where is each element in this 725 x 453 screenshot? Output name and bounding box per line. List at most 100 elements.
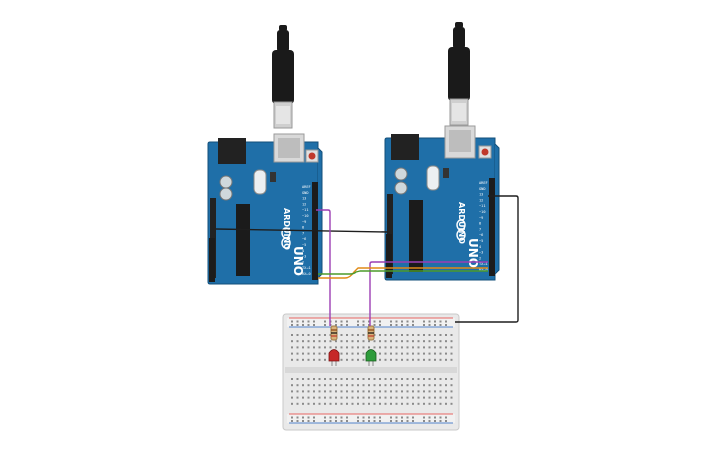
green-led[interactable] [365, 349, 377, 367]
breadboard-hole[interactable] [439, 402, 442, 405]
breadboard-hole[interactable] [313, 420, 315, 422]
breadboard-hole[interactable] [439, 320, 442, 323]
breadboard-hole[interactable] [390, 416, 392, 419]
breadboard-hole[interactable] [291, 384, 293, 387]
breadboard-hole[interactable] [351, 378, 354, 380]
breadboard-hole[interactable] [296, 324, 299, 326]
breadboard-hole[interactable] [384, 384, 387, 387]
breadboard-hole[interactable] [291, 320, 293, 323]
breadboard-hole[interactable] [423, 320, 425, 323]
breadboard-hole[interactable] [390, 334, 392, 336]
breadboard-hole[interactable] [346, 334, 348, 336]
breadboard-hole[interactable] [406, 334, 409, 336]
arduino-board-1[interactable]: ARDUINO UNO AREFGND1312~11~10~987~6~54~3… [207, 133, 323, 285]
breadboard-hole[interactable] [390, 346, 392, 349]
breadboard-hole[interactable] [450, 334, 453, 336]
breadboard-hole[interactable] [346, 420, 348, 422]
breadboard-hole[interactable] [406, 324, 409, 326]
breadboard-hole[interactable] [445, 358, 447, 361]
breadboard-hole[interactable] [395, 334, 398, 336]
breadboard-hole[interactable] [406, 420, 409, 422]
breadboard-hole[interactable] [406, 358, 409, 361]
breadboard-hole[interactable] [346, 384, 348, 387]
breadboard-hole[interactable] [296, 334, 299, 336]
breadboard-hole[interactable] [423, 390, 425, 393]
breadboard-hole[interactable] [340, 390, 343, 393]
breadboard-hole[interactable] [445, 390, 447, 393]
breadboard-hole[interactable] [335, 320, 337, 323]
black-wire-ground[interactable] [455, 195, 519, 323]
breadboard-hole[interactable] [423, 416, 425, 419]
breadboard-hole[interactable] [307, 352, 310, 355]
breadboard-hole[interactable] [340, 396, 343, 399]
breadboard-hole[interactable] [296, 396, 299, 399]
breadboard-hole[interactable] [373, 402, 376, 405]
breadboard-hole[interactable] [340, 416, 343, 419]
breadboard-hole[interactable] [417, 402, 420, 405]
breadboard-hole[interactable] [401, 358, 403, 361]
breadboard-hole[interactable] [445, 416, 447, 419]
breadboard-hole[interactable] [335, 346, 337, 349]
breadboard-hole[interactable] [395, 420, 398, 422]
breadboard-hole[interactable] [362, 384, 365, 387]
breadboard-hole[interactable] [384, 402, 387, 405]
breadboard-hole[interactable] [434, 340, 436, 343]
breadboard-hole[interactable] [445, 352, 447, 355]
breadboard-hole[interactable] [423, 402, 425, 405]
breadboard-hole[interactable] [313, 352, 315, 355]
breadboard-hole[interactable] [340, 324, 343, 326]
breadboard-hole[interactable] [373, 416, 376, 419]
breadboard-hole[interactable] [346, 352, 348, 355]
breadboard-hole[interactable] [401, 346, 403, 349]
breadboard-hole[interactable] [324, 390, 326, 393]
breadboard-hole[interactable] [302, 378, 304, 380]
breadboard-hole[interactable] [307, 384, 310, 387]
breadboard-hole[interactable] [357, 358, 359, 361]
breadboard-hole[interactable] [362, 358, 365, 361]
breadboard-hole[interactable] [445, 378, 447, 380]
breadboard-hole[interactable] [291, 346, 293, 349]
breadboard-hole[interactable] [434, 402, 436, 405]
breadboard-hole[interactable] [373, 346, 376, 349]
breadboard-hole[interactable] [434, 320, 436, 323]
breadboard-hole[interactable] [406, 352, 409, 355]
breadboard-hole[interactable] [445, 346, 447, 349]
breadboard-hole[interactable] [395, 416, 398, 419]
breadboard-hole[interactable] [335, 324, 337, 326]
breadboard-hole[interactable] [406, 340, 409, 343]
breadboard-hole[interactable] [450, 346, 453, 349]
breadboard-hole[interactable] [318, 358, 321, 361]
breadboard-hole[interactable] [434, 420, 436, 422]
breadboard-hole[interactable] [406, 402, 409, 405]
breadboard-hole[interactable] [318, 334, 321, 336]
breadboard-hole[interactable] [346, 320, 348, 323]
breadboard-hole[interactable] [401, 396, 403, 399]
breadboard-hole[interactable] [401, 420, 403, 422]
breadboard-hole[interactable] [351, 340, 354, 343]
breadboard-hole[interactable] [373, 390, 376, 393]
breadboard-hole[interactable] [291, 420, 293, 422]
breadboard-hole[interactable] [412, 352, 414, 355]
breadboard-hole[interactable] [412, 416, 414, 419]
breadboard-hole[interactable] [401, 402, 403, 405]
breadboard-hole[interactable] [428, 420, 431, 422]
breadboard-hole[interactable] [390, 340, 392, 343]
breadboard-hole[interactable] [296, 390, 299, 393]
breadboard-hole[interactable] [401, 390, 403, 393]
breadboard-hole[interactable] [291, 378, 293, 380]
breadboard-hole[interactable] [357, 324, 359, 326]
breadboard-hole[interactable] [434, 358, 436, 361]
breadboard-hole[interactable] [324, 324, 326, 326]
breadboard-hole[interactable] [434, 352, 436, 355]
breadboard-hole[interactable] [384, 334, 387, 336]
breadboard-hole[interactable] [428, 340, 431, 343]
breadboard-hole[interactable] [362, 416, 365, 419]
breadboard-hole[interactable] [384, 358, 387, 361]
breadboard-hole[interactable] [390, 378, 392, 380]
breadboard-hole[interactable] [428, 346, 431, 349]
breadboard-hole[interactable] [296, 340, 299, 343]
breadboard-hole[interactable] [401, 340, 403, 343]
breadboard-hole[interactable] [324, 402, 326, 405]
breadboard-hole[interactable] [439, 396, 442, 399]
breadboard-hole[interactable] [395, 352, 398, 355]
